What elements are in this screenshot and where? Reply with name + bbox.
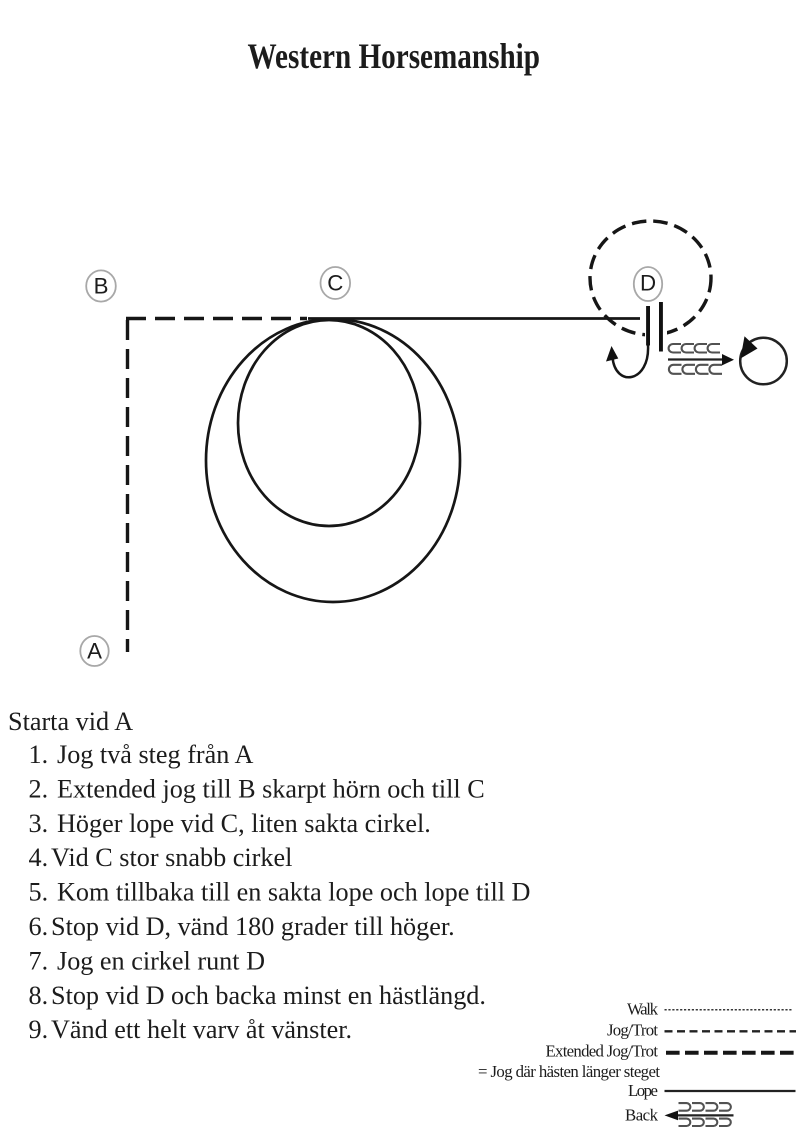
svg-text:Kom tillbaka till en sakta lop: Kom tillbaka till en sakta lope och lope…	[57, 878, 530, 907]
svg-text:5.: 5.	[29, 878, 49, 907]
svg-text:Back: Back	[625, 1106, 659, 1125]
svg-text:C: C	[327, 271, 343, 296]
svg-text:Vid C stor snabb cirkel: Vid C stor snabb cirkel	[51, 843, 292, 872]
svg-text:2.: 2.	[29, 774, 49, 803]
svg-text:Lope: Lope	[628, 1081, 658, 1100]
svg-text:9.: 9.	[29, 1015, 49, 1044]
svg-text:Extended Jog/Trot: Extended Jog/Trot	[546, 1042, 659, 1061]
svg-text:8.: 8.	[29, 981, 49, 1010]
svg-text:Vänd ett helt varv åt vänster.: Vänd ett helt varv åt vänster.	[51, 1015, 352, 1044]
svg-text:Extended jog till B skarpt hör: Extended jog till B skarpt hörn och till…	[57, 774, 485, 803]
svg-text:Walk: Walk	[627, 1000, 659, 1019]
svg-text:3.: 3.	[29, 809, 49, 838]
svg-text:4.: 4.	[29, 843, 49, 872]
svg-text:B: B	[94, 274, 109, 299]
svg-text:6.: 6.	[29, 912, 49, 941]
svg-text:Jog/Trot: Jog/Trot	[607, 1021, 658, 1040]
svg-text:Jog två steg från A: Jog två steg från A	[57, 740, 253, 769]
svg-text:Stop vid D och backa minst en: Stop vid D och backa minst en hästlängd.	[51, 981, 486, 1010]
svg-text:= Jog där hästen länger steget: = Jog där hästen länger steget	[478, 1062, 660, 1081]
svg-text:Höger lope vid C, liten sakta: Höger lope vid C, liten sakta cirkel.	[57, 809, 431, 838]
svg-text:Starta vid A: Starta vid A	[8, 707, 133, 736]
svg-text:Stop vid D, vänd 180 grader ti: Stop vid D, vänd 180 grader till höger.	[51, 912, 455, 941]
svg-text:Western Horsemanship: Western Horsemanship	[248, 36, 541, 76]
svg-text:D: D	[640, 271, 656, 296]
svg-text:A: A	[87, 639, 102, 664]
svg-text:1.: 1.	[29, 740, 49, 769]
svg-text:7.: 7.	[29, 946, 49, 975]
svg-text:Jog en cirkel runt D: Jog en cirkel runt D	[57, 946, 265, 975]
